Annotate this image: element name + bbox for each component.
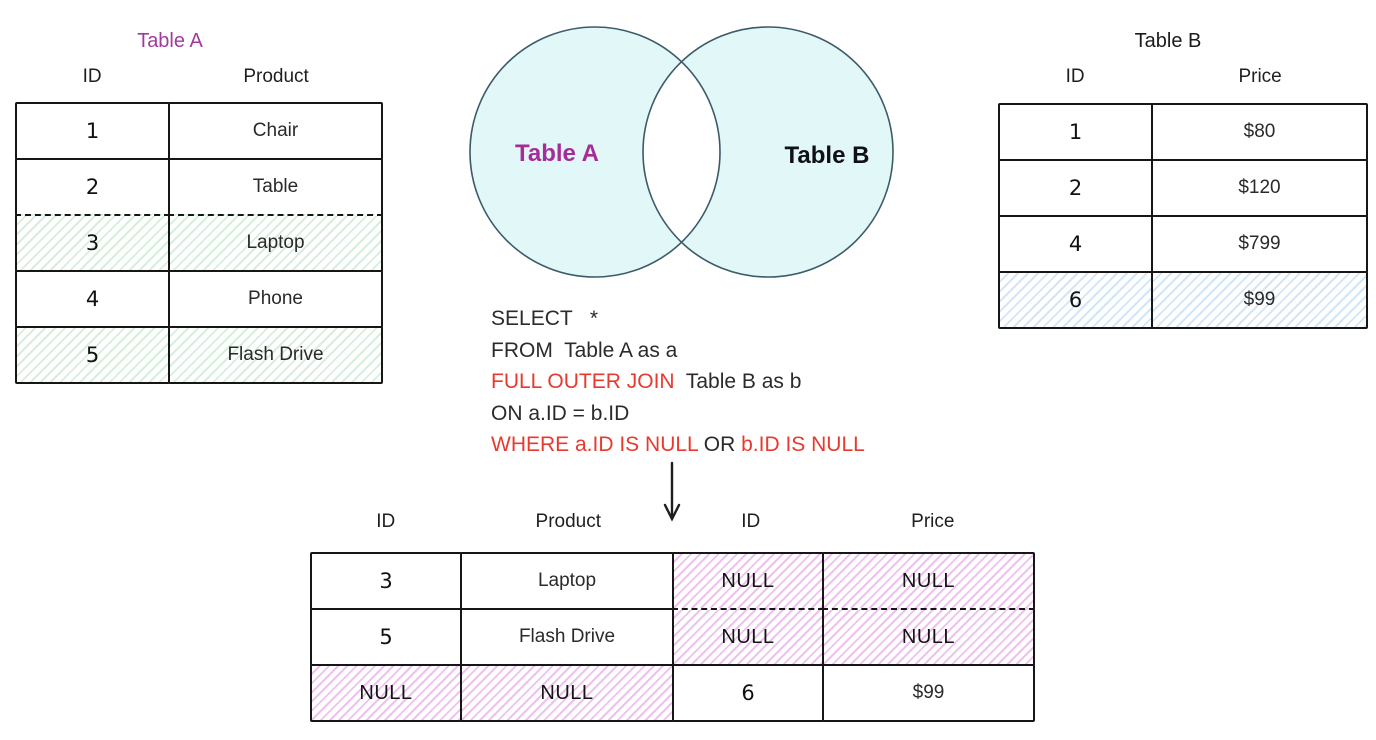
result-cell: NULL (672, 552, 824, 610)
table-a-header-product: Product (243, 66, 309, 87)
table-cell-price: $799 (1151, 215, 1368, 273)
result-header-row: ID Product ID Price (310, 511, 1039, 533)
result-cell: Flash Drive (460, 608, 674, 666)
sql-line: FULL OUTER JOIN Table B as b (491, 366, 865, 398)
sql-segment: ON a.ID = b.ID (491, 401, 630, 425)
result-header-id-a: ID (376, 511, 396, 532)
sql-where-b-null: b.ID IS NULL (741, 433, 865, 456)
result-header-price: Price (911, 511, 955, 532)
sql-line: WHERE a.ID IS NULL OR b.ID IS NULL (491, 429, 865, 461)
table-cell-id: 2 (998, 159, 1153, 217)
table-a-title: Table A (137, 30, 203, 52)
sql-segment: OR (697, 433, 742, 456)
result-cell: 3 (310, 552, 462, 610)
table-cell-id: 2 (15, 158, 170, 216)
table-b: 1 $80 2 $120 4 $799 6 $99 (998, 103, 1368, 329)
table-cell-price: $80 (1151, 103, 1368, 161)
table-row: 5 Flash Drive (15, 326, 383, 384)
table-cell-product: Flash Drive (168, 326, 383, 384)
table-row: 4 Phone (15, 270, 383, 328)
sql-line: SELECT * (491, 303, 865, 335)
sql-line: FROM Table A as a (491, 335, 865, 367)
sql-line: ON a.ID = b.ID (491, 398, 865, 430)
table-cell-product: Chair (168, 102, 383, 160)
table-cell-id: 1 (998, 103, 1153, 161)
sql-segment: Table B as b (674, 370, 802, 393)
venn-diagram (469, 26, 894, 278)
table-a-header-id: ID (82, 66, 102, 87)
table-b-header-id: ID (1065, 66, 1085, 87)
table-a-header-row: ID Product (15, 66, 383, 88)
result-cell: NULL (460, 664, 674, 722)
table-cell-id: 1 (15, 102, 170, 160)
table-row: 5 Flash Drive NULL NULL (310, 608, 1035, 666)
sql-where-a-null: WHERE a.ID IS NULL (491, 433, 698, 456)
result-cell: NULL (822, 552, 1035, 610)
result-header-id-b: ID (741, 511, 761, 532)
table-cell-product: Laptop (168, 214, 383, 272)
result-cell: 6 (672, 664, 824, 722)
sql-keyword-full-outer-join: FULL OUTER JOIN (491, 370, 675, 393)
table-cell-product: Phone (168, 270, 383, 328)
result-cell: 5 (310, 608, 462, 666)
venn-circle-a (470, 27, 720, 277)
table-row: 2 Table (15, 158, 383, 216)
table-b-header-price: Price (1238, 66, 1282, 87)
table-cell-id: 4 (998, 215, 1153, 273)
table-b-title: Table B (1134, 30, 1202, 52)
result-cell: NULL (672, 608, 824, 666)
table-row: 1 Chair (15, 102, 383, 160)
sql-query: SELECT * FROM Table A as a FULL OUTER JO… (491, 303, 865, 461)
table-b-header-row: ID Price (998, 66, 1368, 88)
sql-segment: FROM Table A as a (491, 338, 678, 362)
table-cell-id: 4 (15, 270, 170, 328)
table-cell-id: 6 (998, 271, 1153, 329)
sql-segment: SELECT * (491, 307, 598, 330)
result-cell: Laptop (460, 552, 674, 610)
down-arrow-icon (663, 461, 681, 522)
table-row: 1 $80 (998, 103, 1368, 161)
table-cell-id: 3 (15, 214, 170, 272)
table-cell-price: $120 (1151, 159, 1368, 217)
result-cell: NULL (822, 608, 1035, 666)
table-row: 3 Laptop (15, 214, 383, 272)
table-a: 1 Chair 2 Table 3 Laptop 4 Phone 5 Flash… (15, 102, 383, 384)
result-cell: NULL (310, 664, 462, 722)
table-row: 4 $799 (998, 215, 1368, 273)
venn-label-table-b: Table B (784, 142, 870, 169)
venn-label-table-a: Table A (514, 140, 599, 167)
table-cell-price: $99 (1151, 271, 1368, 329)
result-cell: $99 (822, 664, 1035, 722)
table-cell-id: 5 (15, 326, 170, 384)
result-table: 3 Laptop NULL NULL 5 Flash Drive NULL NU… (310, 552, 1035, 722)
result-header-product: Product (535, 511, 602, 532)
venn-circle-b (643, 27, 893, 277)
table-row: NULL NULL 6 $99 (310, 664, 1035, 722)
table-cell-product: Table (168, 158, 383, 216)
table-row: 3 Laptop NULL NULL (310, 552, 1035, 610)
table-row: 2 $120 (998, 159, 1368, 217)
table-row: 6 $99 (998, 271, 1368, 329)
